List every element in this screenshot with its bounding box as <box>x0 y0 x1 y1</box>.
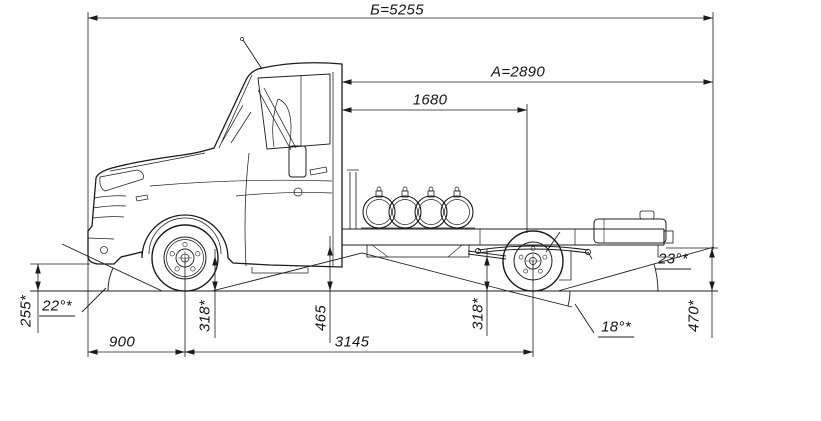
dim-label-front-bumper-height: 255* <box>17 294 35 328</box>
dim-label-cab-to-rear-axle: 1680 <box>412 91 448 109</box>
headlight <box>99 169 144 192</box>
dim-label-front-overhang: 900 <box>109 333 135 351</box>
door-seam <box>244 152 250 267</box>
dim-label-mid-clearance: 465 <box>312 305 330 331</box>
cab-step <box>251 267 309 274</box>
dim-label-rear-frame-height: 470* <box>685 299 703 333</box>
dim-label-ramp-angle: 18°* <box>598 319 634 338</box>
dim-label-wheelbase: 3145 <box>334 333 370 351</box>
door-handle <box>309 166 328 176</box>
dim-label-rear-clearance: 318* <box>469 297 487 331</box>
dim-label-departure-angle: 23°* <box>655 251 691 270</box>
dim-label-front-clearance: 318* <box>196 299 214 333</box>
dim-label-approach-angle: 22°* <box>39 298 75 317</box>
cab-body <box>87 37 343 274</box>
gas-cylinders <box>347 169 475 258</box>
wheel-arch <box>148 217 222 255</box>
side-marker-lamp <box>135 194 149 202</box>
front-wheel <box>151 224 219 292</box>
side-mirror <box>288 145 307 178</box>
grille <box>92 195 127 219</box>
rear-suspension <box>467 231 593 281</box>
angle-lines <box>61 243 715 334</box>
dimension-lines <box>30 12 718 357</box>
seat-silhouette <box>272 98 292 148</box>
antenna <box>242 39 263 70</box>
fuel-cap <box>293 187 303 197</box>
rear-equipment-box <box>593 210 667 244</box>
rear-wheel <box>502 230 564 292</box>
fog-light <box>100 246 108 254</box>
dim-label-cab-to-rear: А=2890 <box>491 63 545 81</box>
side-window <box>257 73 331 150</box>
wipers <box>221 104 252 144</box>
dim-label-overall-length: Б=5255 <box>370 1 424 19</box>
